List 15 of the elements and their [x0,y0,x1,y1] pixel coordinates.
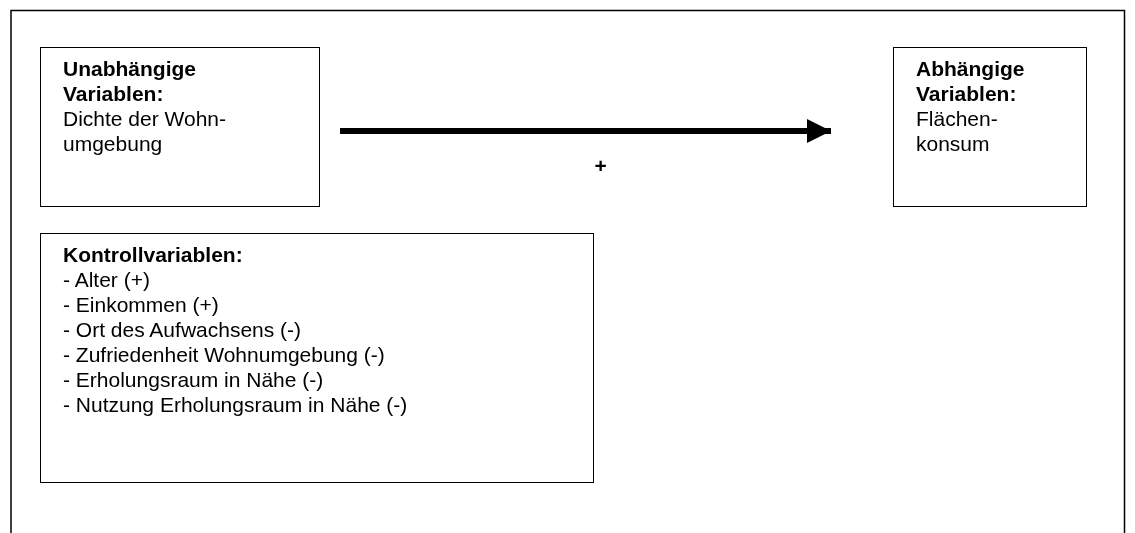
control-variables-box [40,233,594,483]
arrow [340,119,831,143]
list-item: - Nutzung Erholungsraum in Nähe (-) [63,392,409,417]
box-heading: Abhängige Variablen: [916,56,1026,106]
list-item: - Zufriedenheit Wohnumgebung (-) [63,342,386,367]
variable-box [40,47,320,207]
box-text: Flächen- konsum [916,106,999,156]
list-item: - Ort des Aufwachsens (-) [63,317,303,342]
list-item: - Erholungsraum in Nähe (-) [63,367,325,392]
box-heading: Unabhängige Variablen: [63,56,197,106]
variable-box [893,47,1087,207]
box-heading: Kontrollvariablen: [63,242,244,267]
list-item: - Alter (+) [63,267,151,292]
list-item: - Einkommen (+) [63,292,220,317]
box-text: Dichte der Wohn- umgebung [63,106,228,156]
